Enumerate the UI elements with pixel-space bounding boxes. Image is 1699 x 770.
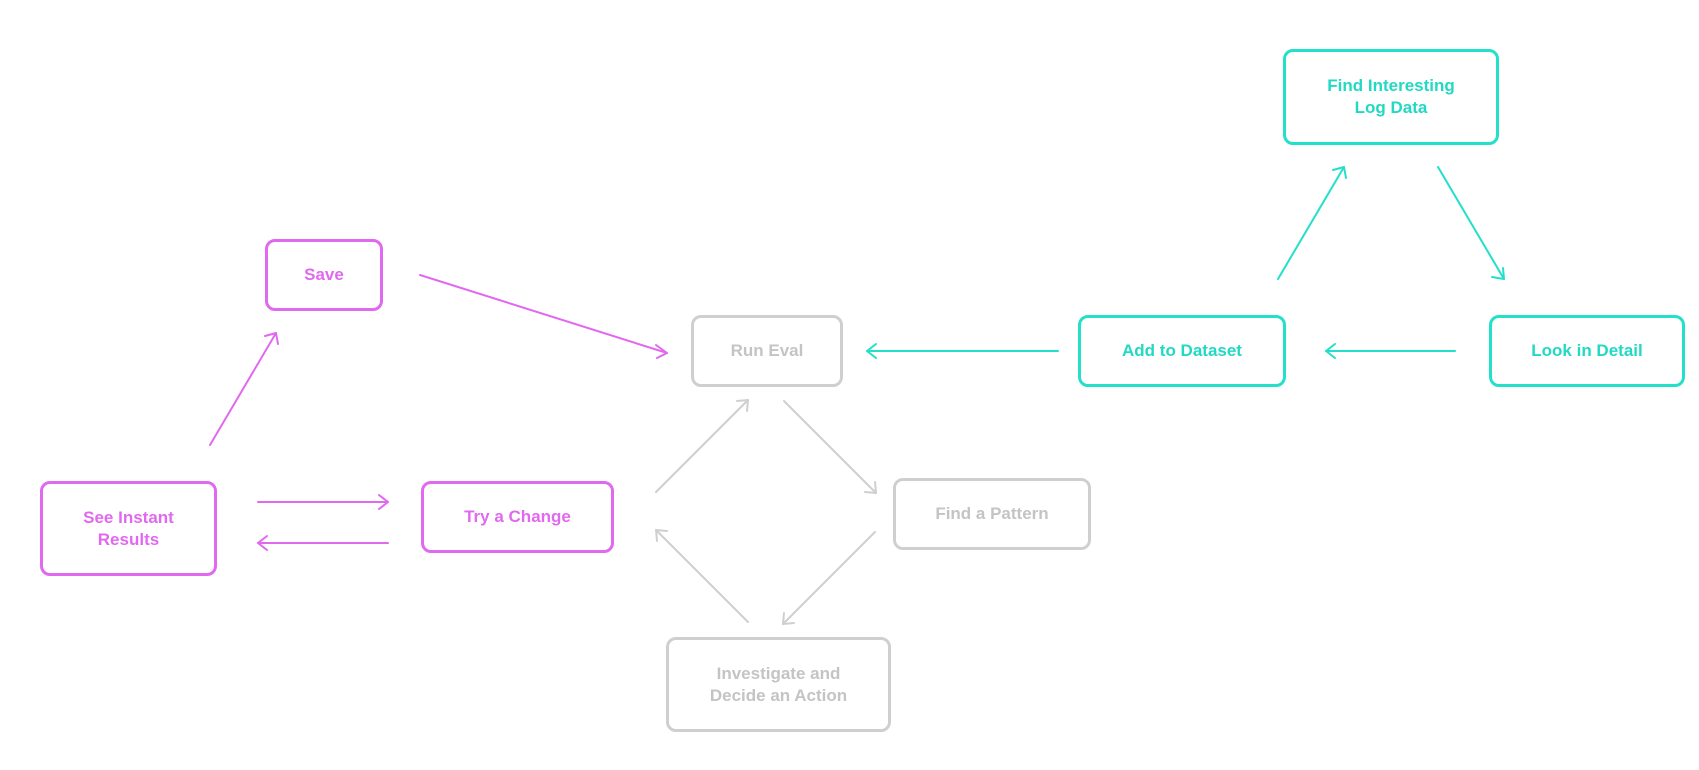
edge-find-interesting-log-data-to-look-in-detail [1437,166,1505,280]
edge-try-a-change-to-run-eval [655,399,749,493]
edge-run-eval-to-find-a-pattern [783,400,877,494]
node-run-eval: Run Eval [691,315,843,387]
edge-try-a-change-to-see-instant-results [257,535,389,551]
edge-add-to-dataset-to-find-interesting-log-data [1277,166,1347,280]
edge-add-to-dataset-to-run-eval [866,343,1059,359]
edge-investigate-to-try-a-change [655,529,749,623]
edge-see-instant-results-to-try-a-change [257,494,389,510]
node-save: Save [265,239,383,311]
edge-find-a-pattern-to-investigate [782,531,876,625]
node-find-interesting-log-data: Find Interesting Log Data [1283,49,1499,145]
edge-see-instant-results-to-save [209,332,279,446]
node-investigate-and-decide-an-action: Investigate and Decide an Action [666,637,891,732]
node-find-a-pattern: Find a Pattern [893,478,1091,550]
node-look-in-detail: Look in Detail [1489,315,1685,387]
node-add-to-dataset: Add to Dataset [1078,315,1286,387]
edge-look-in-detail-to-add-to-dataset [1325,343,1456,359]
node-see-instant-results: See Instant Results [40,481,217,576]
node-try-a-change: Try a Change [421,481,614,553]
edge-save-to-run-eval [419,274,668,359]
